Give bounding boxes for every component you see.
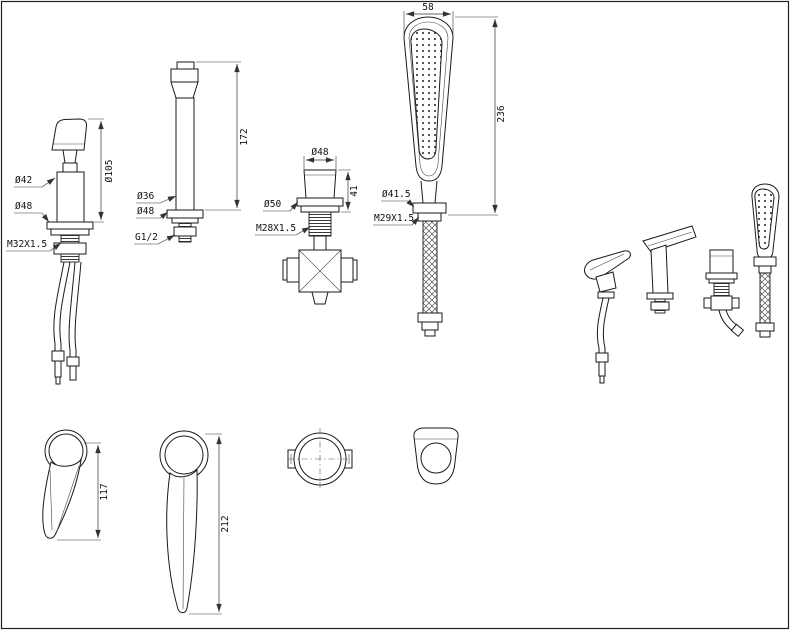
diverter-flange-dim-label: Ø50 (264, 199, 281, 210)
handle-thread-dim-label: M32X1.5 (7, 239, 47, 250)
handle-knob-dim-label: Ø42 (15, 175, 32, 186)
shower-dimensions: 58 236 Ø41.5 M29X1.5 (373, 2, 507, 226)
spout-front-view (166, 61, 204, 243)
spout-flange-dim-label: Ø48 (137, 206, 154, 217)
shower-hose (422, 220, 438, 314)
handle-top-length-dim-label: 117 (99, 483, 110, 500)
spout-top-view (159, 430, 209, 614)
assembly-side-views (584, 183, 780, 384)
shower-height-dim-label: 236 (496, 105, 507, 122)
diverter-thread-dim-label: M28X1.5 (256, 223, 296, 234)
hand-shower-front-view (403, 16, 454, 337)
shower-width-dim-label: 58 (422, 2, 434, 13)
diverter-top-view (287, 428, 353, 491)
handle-flange-dim-label: Ø48 (15, 201, 32, 212)
spout-thread-dim-label: G1/2 (135, 232, 158, 243)
diverter-front-view (282, 169, 358, 305)
diverter-height-dim-label: 41 (349, 185, 360, 197)
handle-top-dimensions: 117 (57, 442, 110, 541)
assembly-diverter (703, 249, 745, 337)
handle-supply-hoses (51, 261, 82, 385)
assembly-shower (751, 183, 780, 338)
shower-flange-dim-label: Ø41.5 (382, 189, 411, 200)
diverter-dimensions: Ø48 Ø50 M28X1.5 41 (255, 147, 360, 236)
shower-thread-dim-label: M29X1.5 (374, 213, 414, 224)
shower-holder-top-view (413, 427, 459, 485)
spout-height-dim-label: 172 (239, 128, 250, 145)
diverter-knob-dim-label: Ø48 (311, 147, 328, 158)
handle-valve-front-view (46, 118, 94, 385)
spout-body-dim-label: Ø36 (137, 191, 154, 202)
spout-dimensions: 172 Ø36 Ø48 G1/2 (134, 61, 250, 245)
handle-top-view (42, 429, 88, 539)
assembly-spout (642, 225, 697, 314)
assembly-handle (584, 250, 631, 384)
spout-top-length-dim-label: 212 (220, 515, 231, 532)
handle-height-dim-label: Ø105 (104, 160, 115, 183)
spout-top-dimensions: 212 (189, 433, 231, 615)
handle-dimensions: Ø105 Ø42 Ø48 M32X1.5 (6, 118, 115, 252)
